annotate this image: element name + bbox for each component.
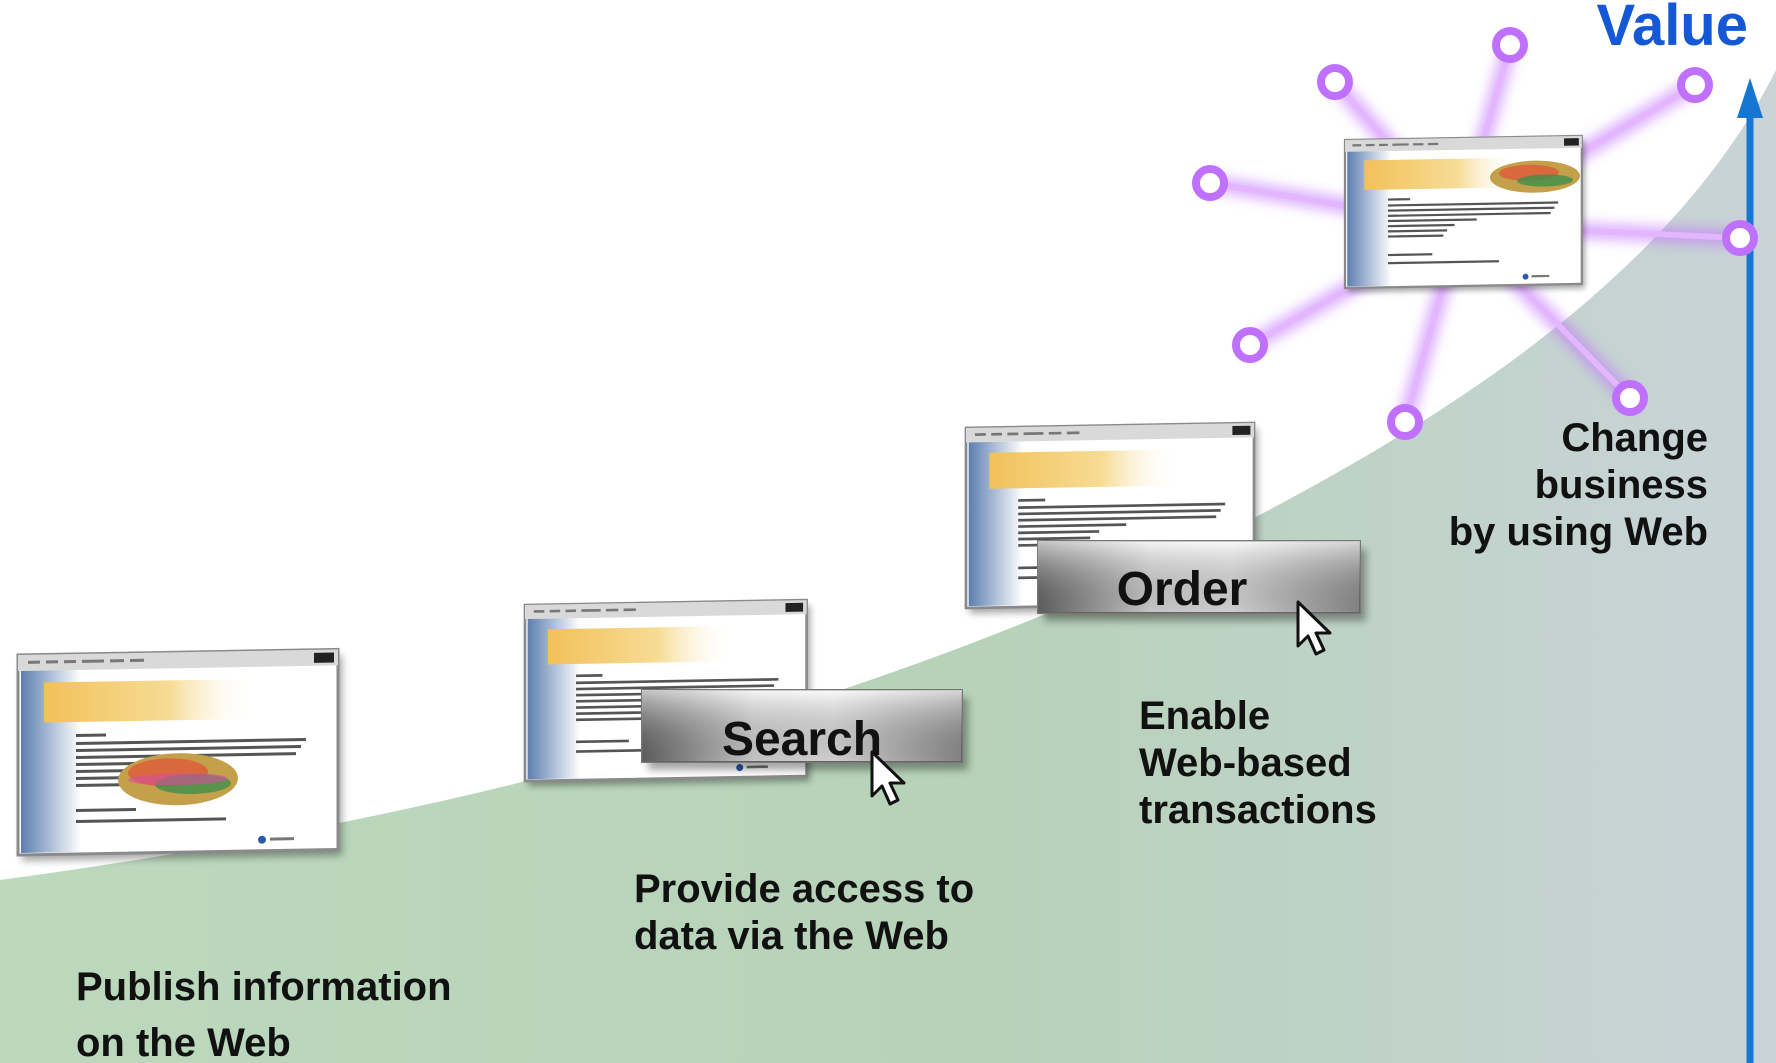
image-thumbnail-icon bbox=[118, 753, 238, 806]
search-button: Search bbox=[641, 689, 968, 770]
step3-label-line: Web-based bbox=[1139, 741, 1352, 785]
image-thumbnail-icon bbox=[1490, 160, 1580, 193]
step1-label-line: Publish information bbox=[76, 965, 452, 1009]
step2-label-line: Provide access to bbox=[634, 867, 975, 911]
step3-label: Enable Web-based transactions bbox=[1139, 693, 1377, 834]
value-axis-title: Value bbox=[1596, 0, 1748, 58]
step4-label-line: Change bbox=[1561, 416, 1708, 460]
step4-label: Change business by using Web bbox=[1449, 415, 1708, 556]
order-button: Order bbox=[1037, 540, 1366, 621]
step3-label-line: Enable bbox=[1139, 694, 1271, 738]
step4-label-line: by using Web bbox=[1448, 510, 1708, 554]
step2-label-line: data via the Web bbox=[634, 914, 949, 958]
step4-browser-icon bbox=[1345, 136, 1585, 293]
step1-browser-icon bbox=[18, 649, 342, 861]
order-button-label: Order bbox=[1117, 563, 1248, 616]
step4-label-line: business bbox=[1534, 463, 1708, 507]
step1-label: Publish information on the Web bbox=[76, 959, 452, 1063]
search-button-label: Search bbox=[722, 713, 882, 766]
value-curve-area bbox=[0, 70, 1776, 1063]
step2-label: Provide access to data via the Web bbox=[634, 866, 974, 960]
step3-label-line: transactions bbox=[1139, 788, 1377, 832]
step1-label-line: on the Web bbox=[76, 1021, 291, 1063]
value-axis-arrow bbox=[1737, 78, 1763, 1063]
